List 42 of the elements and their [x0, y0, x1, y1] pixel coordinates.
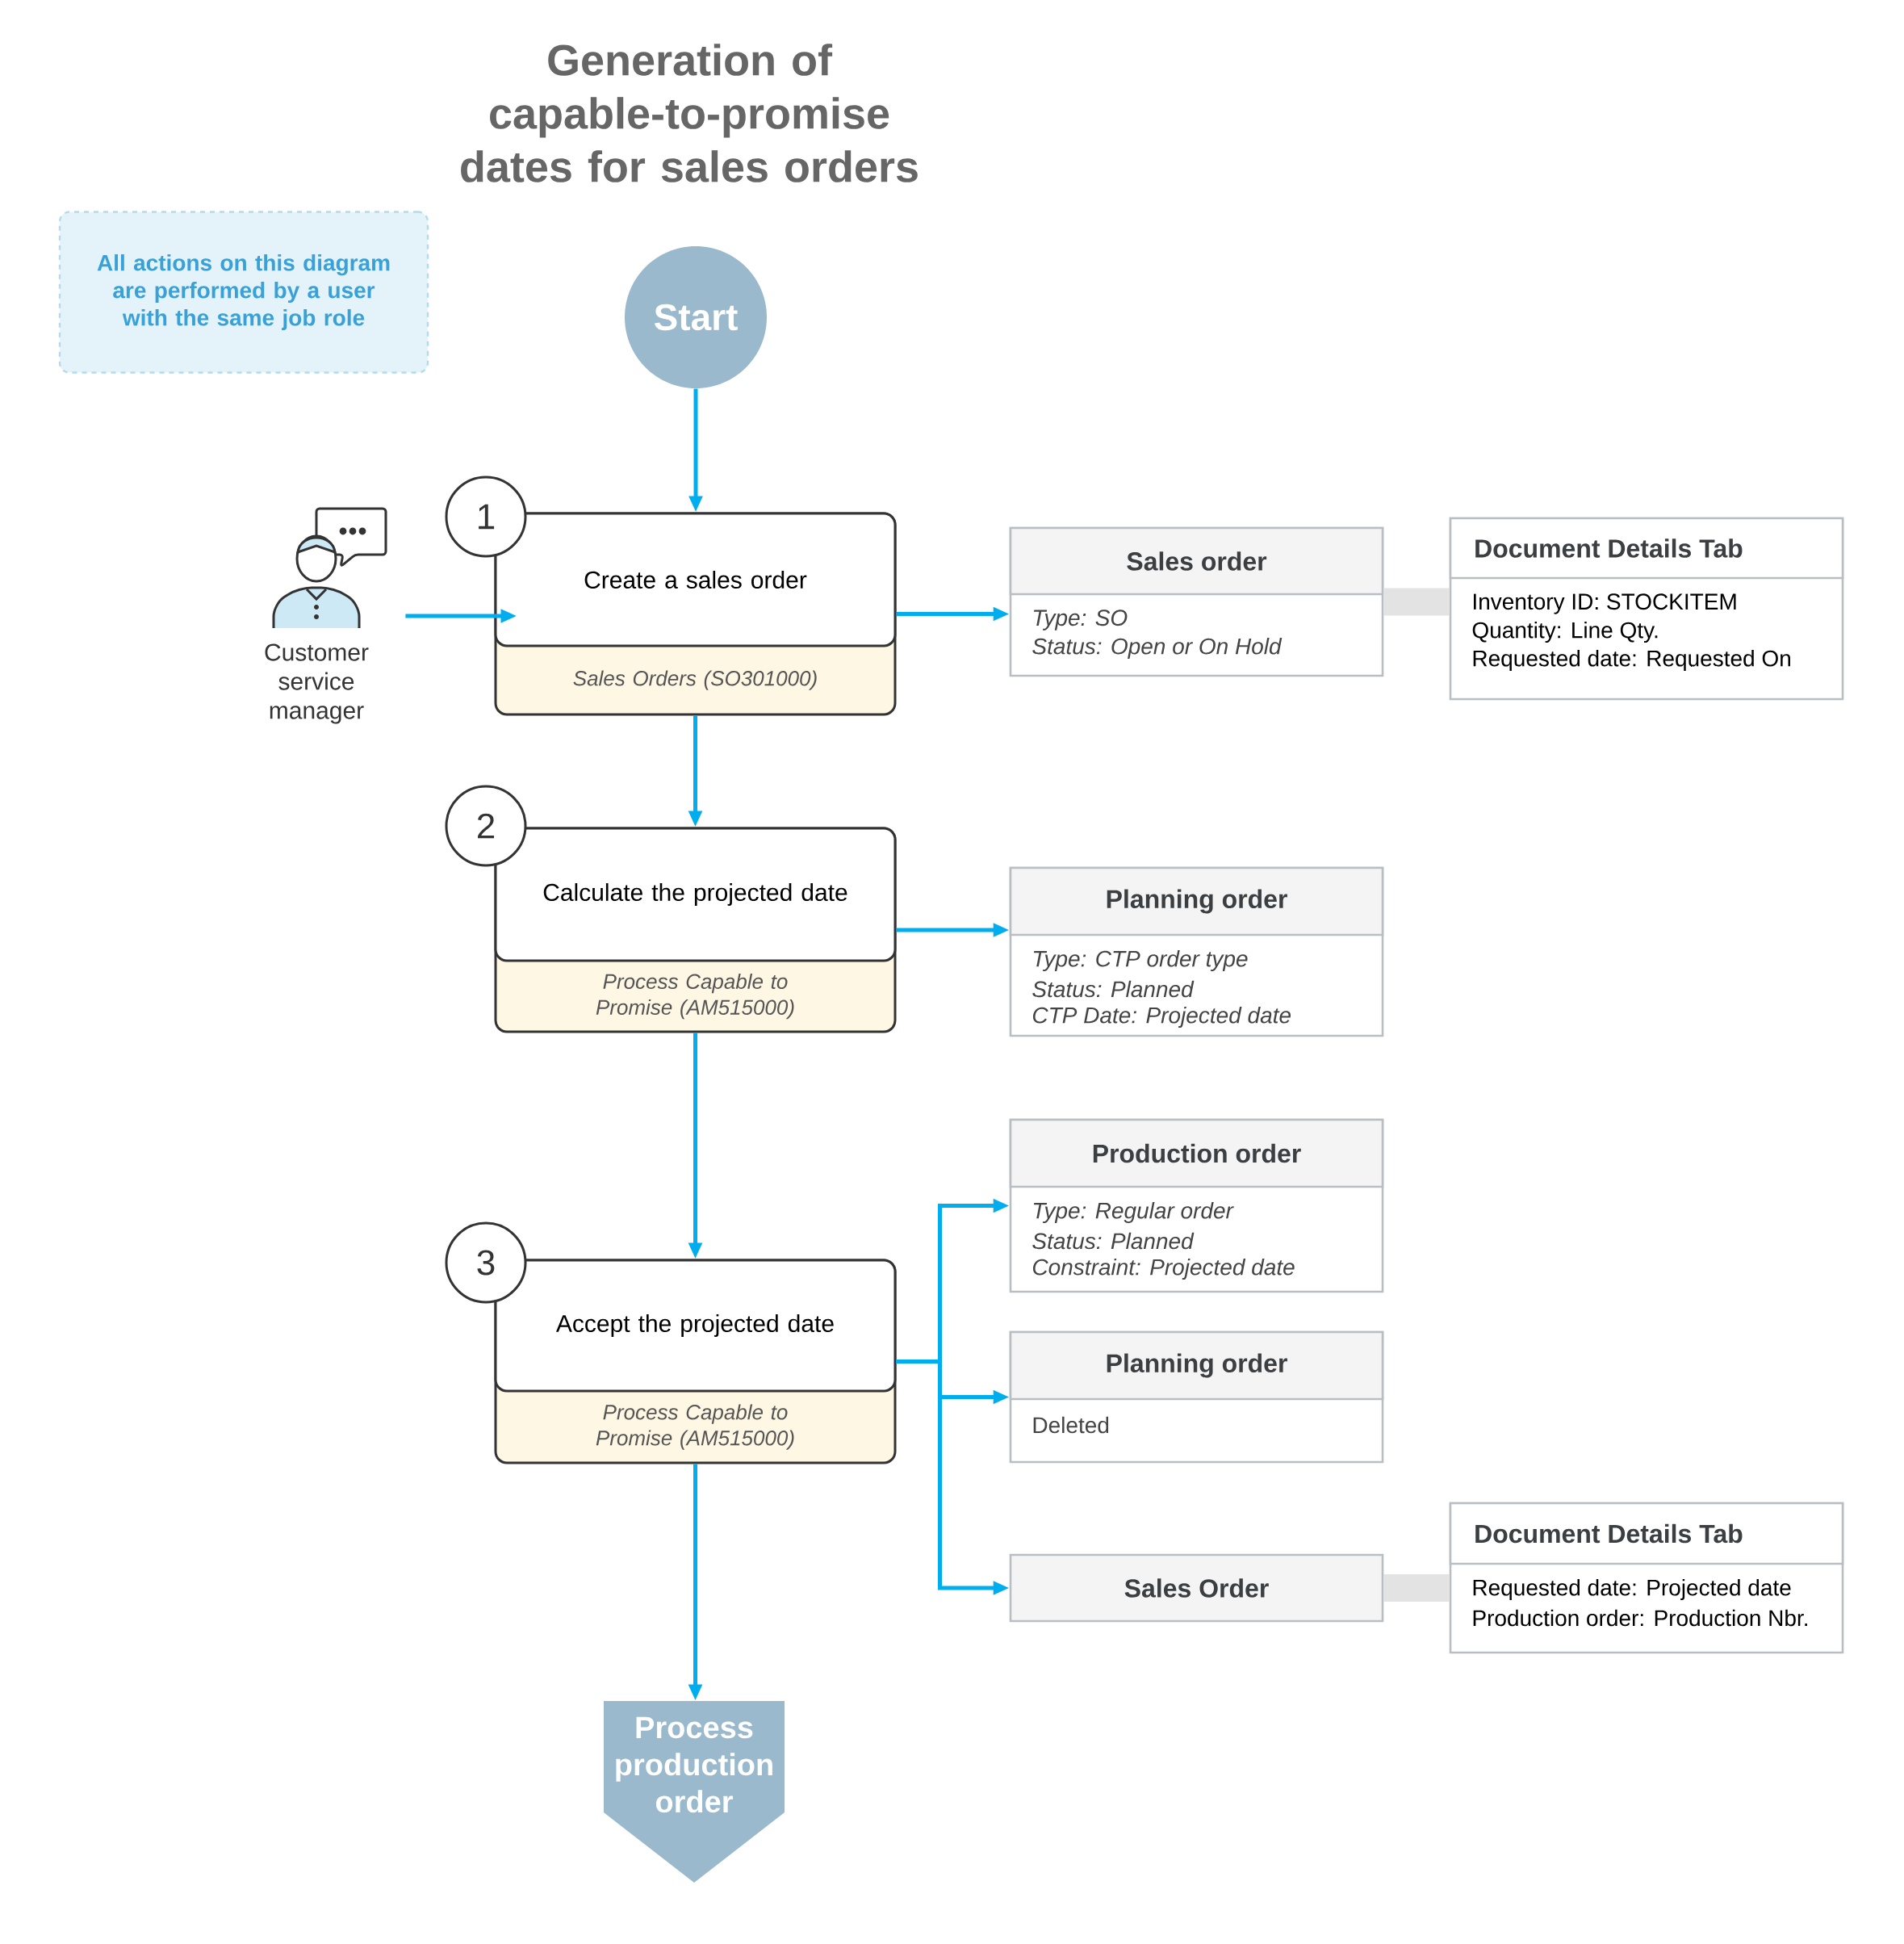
screen-name: Process Capable to Promise (AM515000)	[596, 1404, 794, 1450]
record-card	[1009, 526, 1384, 677]
step-number: 1	[445, 476, 527, 558]
step-number: 2	[445, 785, 527, 867]
record-card	[1009, 1330, 1384, 1464]
screen-name: Process Capable to Promise (AM515000)	[596, 973, 794, 1020]
field-text: Requested date: Projected date	[1473, 1578, 1791, 1601]
field-text: Status: Planned	[1032, 980, 1195, 998]
step-title: Calculate the projected date	[543, 883, 847, 906]
card-title: Planning order	[1107, 1353, 1287, 1378]
field-text: Type: SO	[1033, 610, 1128, 631]
record-card	[1449, 1502, 1844, 1654]
field-text: Quantity: Line Qty.	[1472, 621, 1658, 643]
step-number: 3	[445, 1221, 527, 1304]
card-title: Sales Order	[1124, 1578, 1269, 1598]
field-text: Status: Open or On Hold	[1032, 637, 1283, 660]
field-text: Status: Planned	[1032, 1232, 1195, 1250]
record-card	[1009, 1118, 1384, 1293]
field-text: Deleted	[1033, 1416, 1109, 1434]
record-card	[1009, 866, 1384, 1037]
field-text: Type: Regular order	[1033, 1201, 1234, 1224]
screen-name: Sales Orders (SO301000)	[573, 670, 817, 690]
card-title: Planning order	[1107, 889, 1287, 914]
field-text: Type: CTP order type	[1033, 949, 1248, 972]
card-title: Production order	[1093, 1143, 1301, 1163]
field-text: Inventory ID: STOCKITEM	[1474, 593, 1736, 614]
note-box: All actions on this diagram are performed by a user with the same job role	[58, 211, 429, 374]
connector-bar	[1383, 588, 1450, 616]
connector-bar	[1383, 1574, 1450, 1602]
field-text: Constraint: Projected date	[1032, 1258, 1295, 1280]
field-text: Production order: Production Nbr.	[1473, 1609, 1807, 1627]
card-title: Sales order	[1127, 551, 1267, 571]
card-title: Document Details Tab	[1475, 538, 1743, 558]
step-title: Create a sales order	[584, 571, 807, 589]
record-card	[1009, 1553, 1384, 1623]
field-text: CTP Date: Projected date	[1032, 1006, 1291, 1029]
diagram-title: Generation of capable-to-promise dates for sales orders	[461, 44, 918, 182]
record-card	[1449, 517, 1844, 701]
step-title: Accept the projected date	[555, 1314, 834, 1337]
role-label: Customer service manager	[265, 643, 369, 724]
field-text: Requested date: Requested On	[1473, 649, 1790, 672]
card-title: Document Details Tab	[1475, 1523, 1743, 1544]
